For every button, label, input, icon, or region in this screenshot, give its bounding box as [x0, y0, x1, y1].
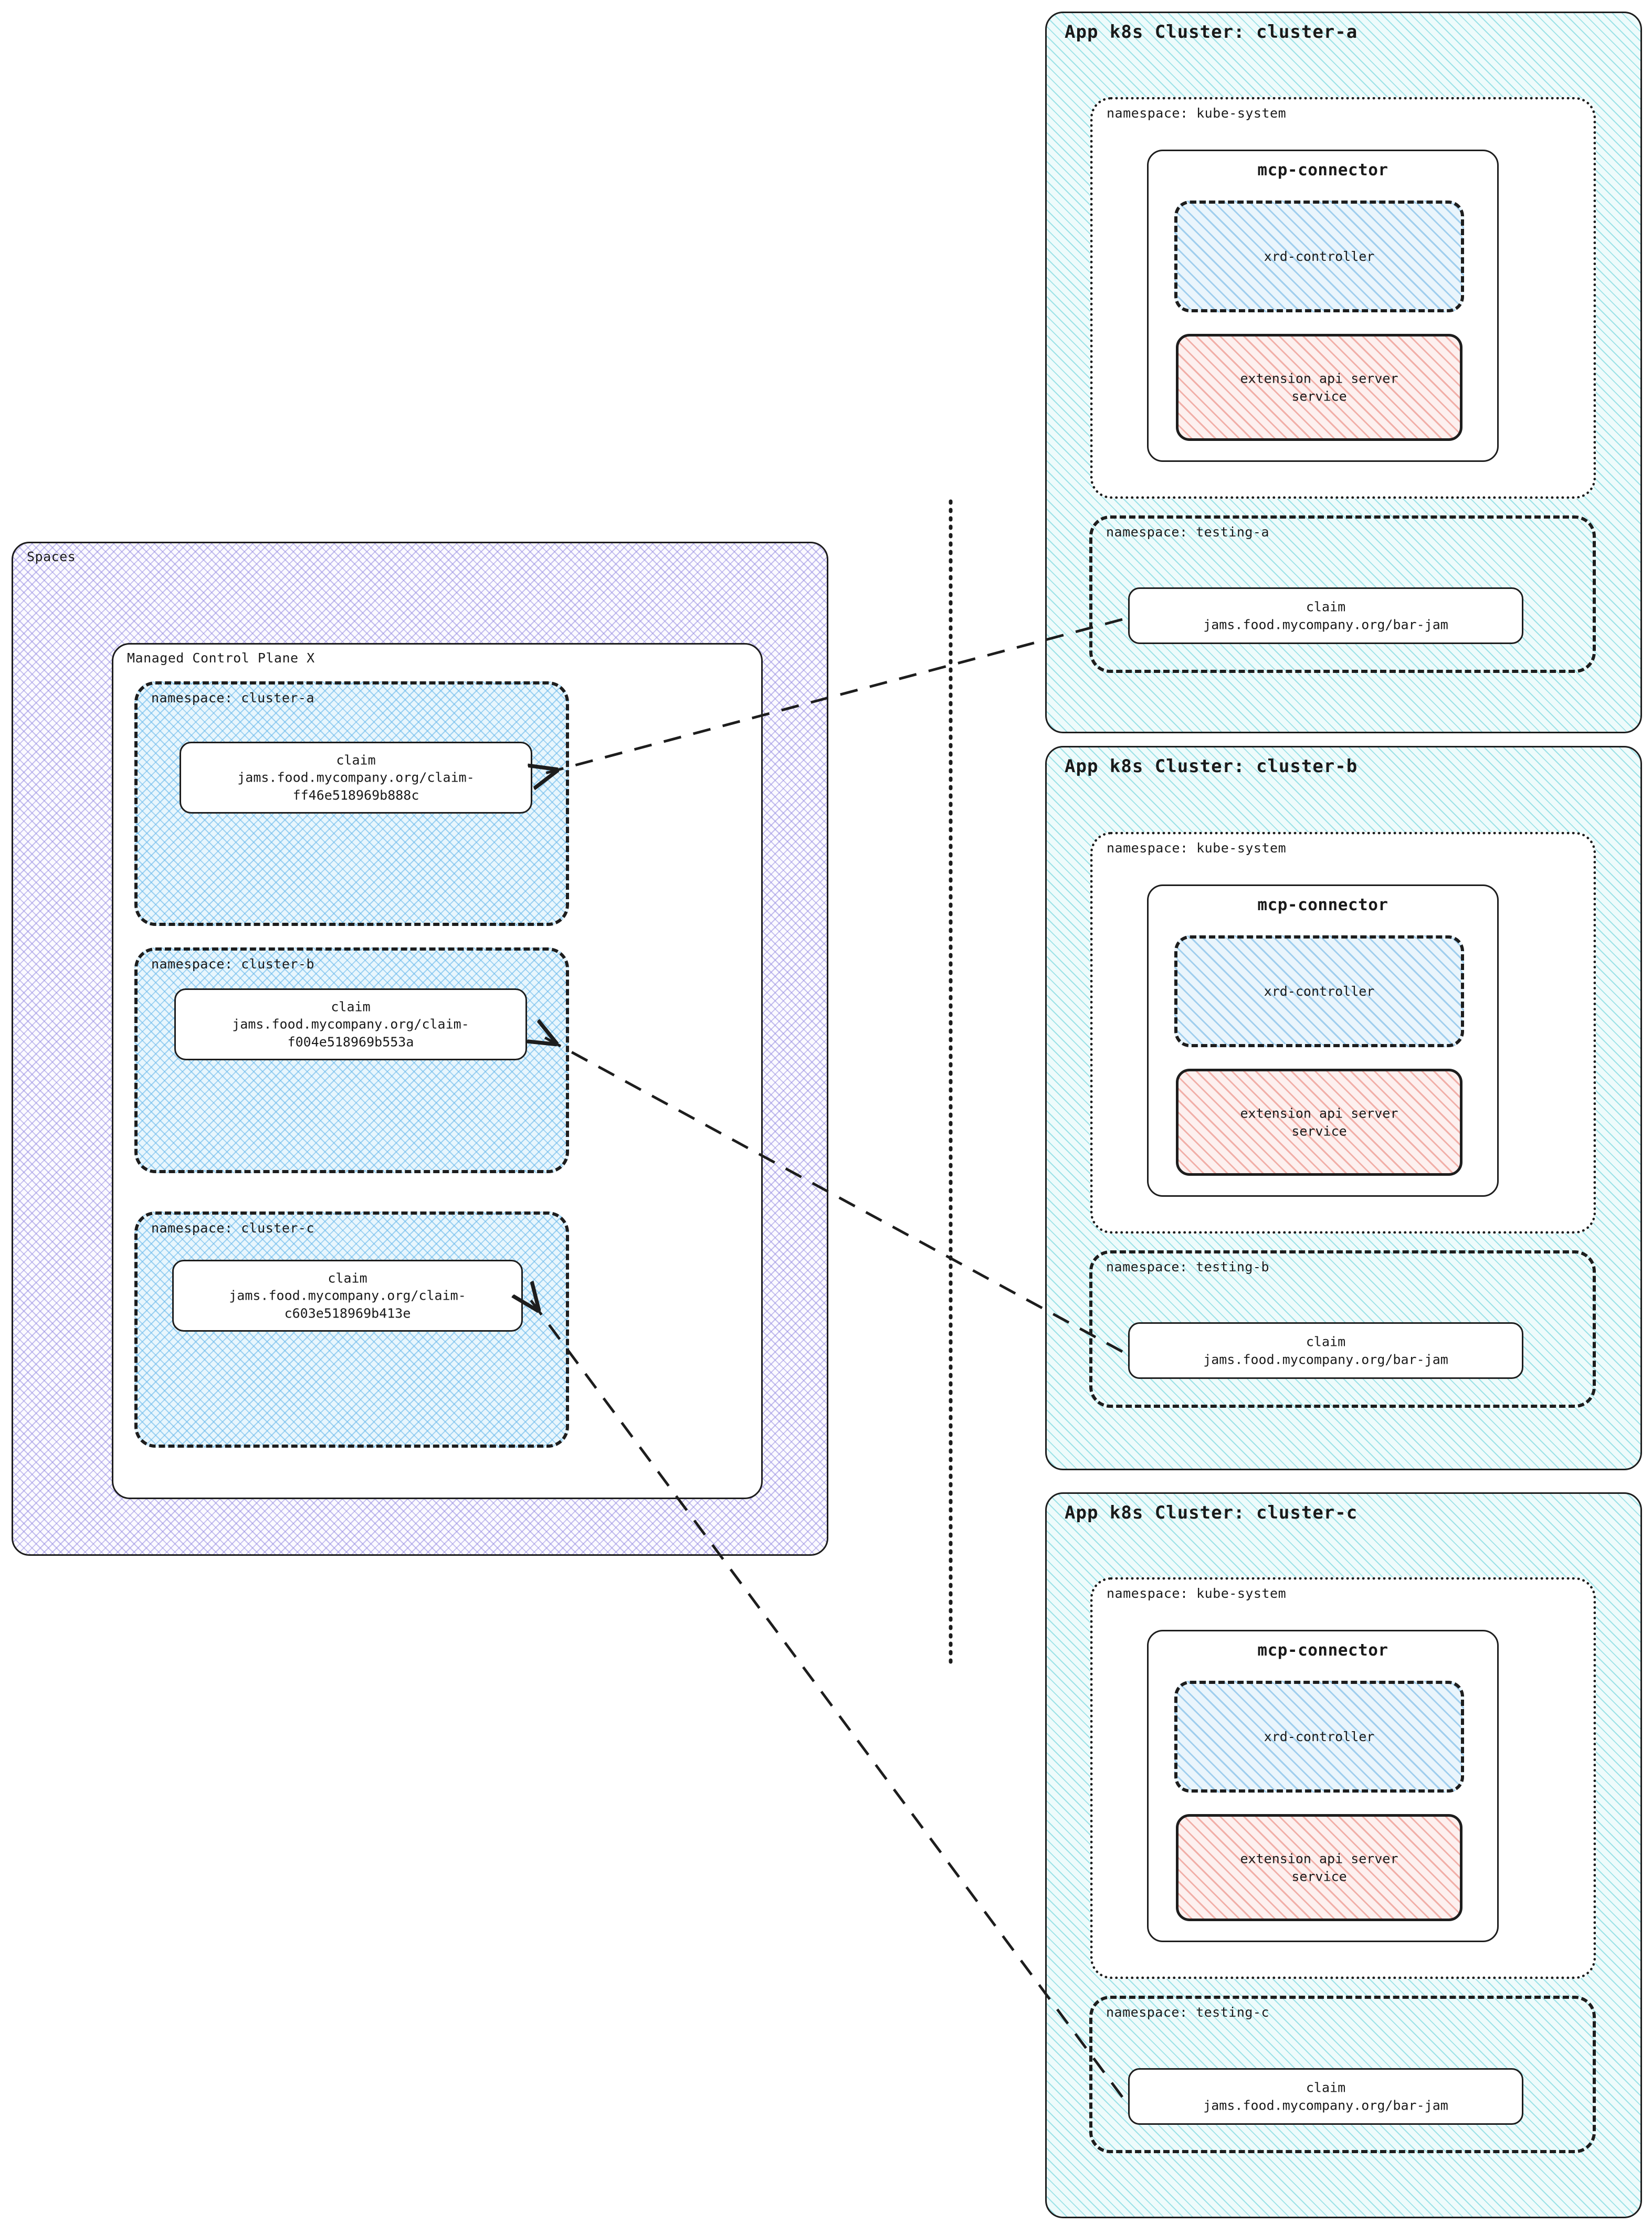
xrd-controller-label: xrd-controller	[1264, 983, 1375, 999]
xrd-controller-label: xrd-controller	[1264, 1729, 1375, 1744]
claim-ref: jams.food.mycompany.org/claim- ff46e5189…	[237, 770, 475, 803]
namespace-label: namespace: cluster-b	[151, 956, 315, 972]
claim-kind: claim	[1306, 1334, 1346, 1350]
claim-cluster-b-text: claim jams.food.mycompany.org/claim- f004…	[181, 998, 520, 1051]
cluster-b-extension-api-server: extension api server service	[1176, 1069, 1462, 1176]
claim-cluster-a[interactable]: claim jams.food.mycompany.org/claim- ff46…	[180, 742, 532, 814]
claim-kind: claim	[331, 998, 371, 1014]
claim-ref: jams.food.mycompany.org/bar-jam	[1203, 617, 1448, 632]
extension-api-label: extension api server service	[1240, 371, 1398, 404]
cluster-c-extension-api-server: extension api server service	[1176, 1814, 1462, 1921]
namespace-label: namespace: cluster-c	[151, 1220, 315, 1236]
namespace-label: namespace: testing-a	[1106, 524, 1270, 540]
cluster-b-title: App k8s Cluster: cluster-b	[1065, 756, 1358, 777]
spaces-title: Spaces	[27, 549, 76, 564]
claim-kind: claim	[1306, 599, 1346, 615]
cluster-c-title: App k8s Cluster: cluster-c	[1065, 1502, 1358, 1523]
control-plane-title: Managed Control Plane X	[127, 650, 315, 666]
extension-api-label: extension api server service	[1240, 1105, 1398, 1139]
claim-ref: jams.food.mycompany.org/claim- f004e5189…	[232, 1016, 469, 1050]
claim-kind: claim	[1306, 2080, 1346, 2095]
namespace-label: namespace: kube-system	[1107, 840, 1287, 856]
cluster-a-testing-namespace: namespace: testing-a	[1089, 515, 1596, 673]
namespace-label: namespace: testing-c	[1106, 2005, 1270, 2020]
spaces-namespace-cluster-b: namespace: cluster-b	[134, 947, 569, 1173]
extension-api-label: extension api server service	[1240, 1851, 1398, 1884]
claim-ref: jams.food.mycompany.org/bar-jam	[1203, 1352, 1448, 1367]
claim-cluster-c-text: claim jams.food.mycompany.org/claim- c603…	[179, 1269, 516, 1322]
mcp-connector-title: mcp-connector	[1257, 895, 1388, 914]
claim-testing-b[interactable]: claim jams.food.mycompany.org/bar-jam	[1128, 1322, 1523, 1379]
claim-ref: jams.food.mycompany.org/claim- c603e5189…	[229, 1288, 466, 1321]
namespace-label: namespace: cluster-a	[151, 690, 315, 705]
cluster-a-extension-api-server: extension api server service	[1176, 334, 1462, 441]
xrd-controller-label: xrd-controller	[1264, 248, 1375, 264]
claim-ref: jams.food.mycompany.org/bar-jam	[1203, 2098, 1448, 2113]
cluster-b-testing-namespace: namespace: testing-b	[1089, 1250, 1596, 1408]
claim-cluster-b[interactable]: claim jams.food.mycompany.org/claim- f004…	[174, 988, 527, 1060]
mcp-connector-title: mcp-connector	[1257, 161, 1388, 180]
cluster-c-xrd-controller: xrd-controller	[1174, 1681, 1464, 1793]
claim-testing-a-text: claim jams.food.mycompany.org/bar-jam	[1135, 598, 1517, 634]
cluster-a-xrd-controller: xrd-controller	[1174, 201, 1464, 312]
claim-cluster-c[interactable]: claim jams.food.mycompany.org/claim- c603…	[172, 1260, 523, 1332]
claim-testing-c-text: claim jams.food.mycompany.org/bar-jam	[1135, 2079, 1517, 2114]
claim-cluster-a-text: claim jams.food.mycompany.org/claim- ff46…	[186, 751, 525, 804]
claim-kind: claim	[336, 752, 376, 767]
claim-testing-a[interactable]: claim jams.food.mycompany.org/bar-jam	[1128, 587, 1523, 644]
claim-testing-c[interactable]: claim jams.food.mycompany.org/bar-jam	[1128, 2068, 1523, 2125]
cluster-a-title: App k8s Cluster: cluster-a	[1065, 22, 1358, 43]
cluster-b-xrd-controller: xrd-controller	[1174, 935, 1464, 1047]
mcp-connector-title: mcp-connector	[1257, 1641, 1388, 1660]
namespace-label: namespace: kube-system	[1107, 1586, 1287, 1601]
namespace-label: namespace: testing-b	[1106, 1259, 1270, 1274]
namespace-label: namespace: kube-system	[1107, 106, 1287, 121]
claim-testing-b-text: claim jams.food.mycompany.org/bar-jam	[1135, 1333, 1517, 1368]
claim-kind: claim	[328, 1270, 367, 1285]
